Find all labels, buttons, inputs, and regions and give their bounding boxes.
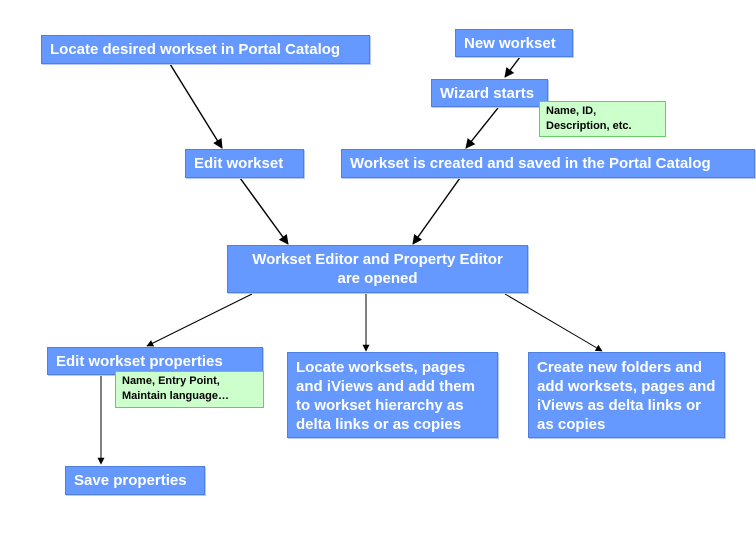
arrow-editors-to-create-folders [504, 293, 603, 352]
new-workset-node: New workset [455, 29, 573, 57]
edit-workset-node: Edit workset [185, 149, 304, 178]
create-folders-node: Create new folders and add worksets, pag… [528, 352, 725, 438]
arrow-created-to-editors [412, 177, 461, 245]
workset-created-node: Workset is created and saved in the Port… [341, 149, 755, 178]
editors-opened-node: Workset Editor and Property Editor are o… [227, 245, 528, 293]
arrow-new-to-wizard [504, 56, 521, 78]
arrow-wizard-to-created [465, 107, 499, 149]
wizard-note: Name, ID, Description, etc. [539, 101, 666, 137]
locate-workset-node: Locate desired workset in Portal Catalog [41, 35, 370, 64]
arrow-locate-to-edit [169, 63, 223, 149]
save-properties-node: Save properties [65, 466, 205, 495]
properties-note: Name, Entry Point, Maintain language… [115, 371, 264, 408]
arrow-edit-to-editors [239, 177, 289, 245]
wizard-starts-node: Wizard starts [431, 79, 548, 107]
locate-pages-node: Locate worksets, pages and iViews and ad… [287, 352, 498, 438]
arrow-editors-to-properties [146, 293, 253, 347]
